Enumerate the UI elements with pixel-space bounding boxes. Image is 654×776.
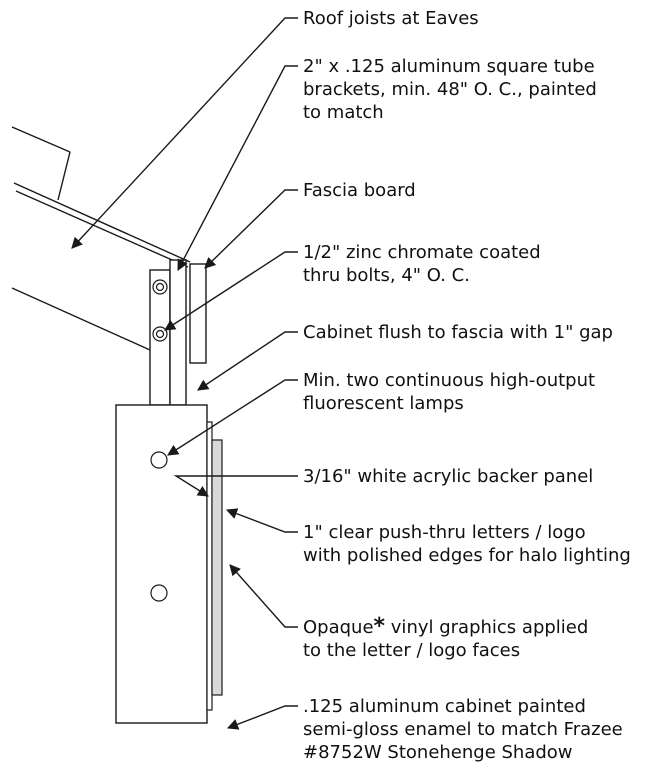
- fascia-board: [189, 263, 207, 364]
- leader-roof-joists: [71, 17, 298, 249]
- leader-brackets: [177, 65, 298, 271]
- leader-vinyl: [229, 564, 298, 628]
- acrylic-backer-panel: [206, 421, 213, 711]
- push-thru-letters: [211, 439, 223, 696]
- label-line: Roof joists at Eaves: [303, 8, 479, 29]
- label-text: Opaque: [303, 617, 374, 638]
- label-line: Opaque* vinyl graphics applied: [303, 616, 588, 639]
- roof-joists: [11, 126, 191, 351]
- label-bolts: 1/2" zinc chromate coated thru bolts, 4"…: [303, 241, 541, 287]
- leader-lamps: [167, 379, 298, 456]
- thru-bolts: [152, 279, 168, 342]
- label-backer: 3/16" white acrylic backer panel: [303, 465, 593, 488]
- label-line: .125 aluminum cabinet painted: [303, 696, 586, 717]
- label-line: with polished edges for halo lighting: [303, 545, 631, 566]
- leader-bolts: [164, 251, 298, 331]
- label-line: to match: [303, 102, 384, 123]
- label-lamps: Min. two continuous high-output fluoresc…: [303, 369, 595, 415]
- leader-cabinet: [226, 705, 298, 730]
- label-brackets: 2" x .125 aluminum square tube brackets,…: [303, 55, 597, 124]
- label-line: semi-gloss enamel to match Frazee: [303, 719, 623, 740]
- label-line: 1/2" zinc chromate coated: [303, 242, 541, 263]
- label-line: brackets, min. 48" O. C., painted: [303, 79, 597, 100]
- label-line: Fascia board: [303, 180, 416, 201]
- leader-fascia: [204, 189, 298, 269]
- fluorescent-lamps: [150, 451, 168, 602]
- label-line: #8752W Stonehenge Shadow: [303, 742, 573, 763]
- label-line: to the letter / logo faces: [303, 640, 521, 661]
- label-vinyl: Opaque* vinyl graphics applied to the le…: [303, 616, 588, 662]
- label-letters: 1" clear push-thru letters / logo with p…: [303, 521, 631, 567]
- label-fascia: Fascia board: [303, 179, 416, 202]
- label-roof-joists: Roof joists at Eaves: [303, 7, 479, 30]
- label-cabinet: .125 aluminum cabinet painted semi-gloss…: [303, 695, 623, 764]
- label-line: 1" clear push-thru letters / logo: [303, 522, 586, 543]
- leader-cabinet-gap: [197, 331, 298, 391]
- label-line: 3/16" white acrylic backer panel: [303, 466, 594, 487]
- label-line: Cabinet flush to fascia with 1" gap: [303, 322, 613, 343]
- leader-backer: [173, 475, 298, 497]
- label-line: Min. two continuous high-output: [303, 370, 596, 391]
- label-line: 2" x .125 aluminum square tube: [303, 56, 595, 77]
- asterisk-mark: *: [373, 614, 386, 639]
- leader-letters: [225, 508, 298, 533]
- label-cabinet-gap: Cabinet flush to fascia with 1" gap: [303, 321, 613, 344]
- label-line: thru bolts, 4" O. C.: [303, 265, 470, 286]
- leader-lines: [71, 17, 298, 730]
- label-text: vinyl graphics applied: [385, 617, 589, 638]
- label-line: fluorescent lamps: [303, 393, 464, 414]
